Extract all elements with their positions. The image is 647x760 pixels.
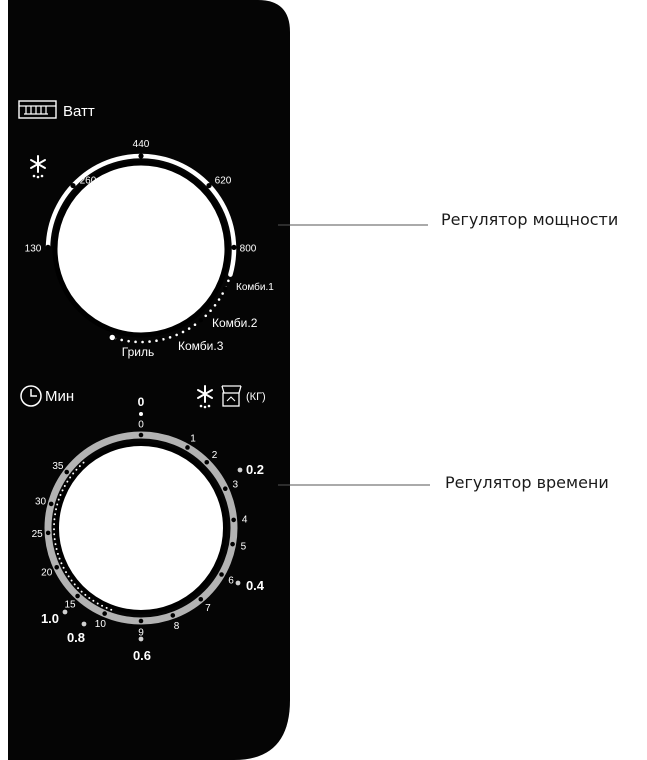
power-scale-arc	[45, 153, 237, 277]
power-unit-label: Ватт	[63, 103, 95, 120]
weight-label: 0.2	[246, 462, 264, 477]
timer-fine-dots	[53, 460, 113, 611]
weight-dot	[81, 621, 87, 627]
timer-scale-dot	[102, 611, 107, 616]
grill-icon	[18, 100, 57, 119]
power-callout-label: Регулятор мощности	[441, 210, 619, 229]
power-scale-dot	[206, 182, 212, 189]
timer-knob[interactable]: 0 0 1 2 3 4 5 6 7 8 9 10 15 20 25 30 35 0.2 0.4 0.6 0.8 1.0	[32, 395, 265, 663]
weight-label: 0.6	[133, 648, 151, 663]
power-mark-label: 800	[240, 243, 257, 254]
weight-dot	[62, 609, 68, 615]
combi-mode-dot	[108, 333, 116, 342]
timer-scale-dot	[231, 517, 236, 523]
timer-scale-dot	[222, 486, 228, 491]
timer-minute-label: 2	[212, 450, 218, 461]
timer-knob-face[interactable]	[55, 442, 227, 614]
timer-scale-dot	[138, 432, 144, 438]
snowflake-icon	[197, 385, 213, 409]
weight-label: 0.4	[246, 578, 265, 593]
timer-scale-dot	[185, 445, 190, 450]
timer-minute-label: 8	[174, 621, 180, 632]
weight-dot	[235, 580, 241, 586]
timer-minute-label: 25	[32, 529, 44, 540]
power-scale-dot	[231, 244, 237, 250]
power-mark-label: 130	[25, 243, 42, 254]
timer-minute-label: 1	[190, 433, 196, 444]
timer-minute-label: 20	[41, 567, 53, 578]
weight-label: 0.8	[67, 630, 85, 645]
timer-scale-dot	[138, 618, 144, 624]
timer-scale-dot	[45, 530, 51, 536]
weight-dot	[138, 636, 144, 642]
snowflake-icon	[30, 155, 46, 179]
combi-mode-dot	[198, 318, 203, 323]
power-mode-label: Комби.2	[212, 316, 258, 330]
timer-minute-label: 0	[138, 420, 144, 431]
scale-icon	[221, 385, 242, 407]
timer-top-dot	[139, 412, 143, 416]
timer-minute-label: 7	[205, 603, 211, 614]
timer-minute-label: 10	[95, 619, 107, 630]
timer-unit-label: Мин	[45, 388, 74, 405]
combi-mode-dot	[223, 286, 228, 291]
timer-scale-dot	[170, 613, 176, 618]
power-mark-label: 440	[133, 139, 150, 150]
clock-icon	[20, 385, 42, 407]
weight-dot	[237, 467, 243, 473]
timer-scale-dot	[75, 593, 80, 599]
power-scale-dot	[138, 153, 144, 159]
timer-scale-dot	[204, 459, 210, 465]
timer-scale-dot	[219, 572, 224, 577]
timer-scale-dot	[64, 469, 70, 475]
power-scale-dot	[45, 244, 51, 250]
power-knob-face[interactable]	[52, 160, 230, 338]
timer-minute-label: 3	[232, 480, 238, 491]
combi-mode-dot	[158, 337, 163, 343]
timer-callout-label: Регулятор времени	[445, 473, 609, 492]
weight-label: 1.0	[41, 611, 59, 626]
timer-scale-dot	[48, 501, 54, 507]
timer-minute-label: 35	[52, 461, 64, 472]
power-mode-label: Гриль	[122, 345, 154, 359]
timer-minute-label: 6	[228, 576, 234, 587]
timer-minute-label: 15	[65, 600, 77, 611]
timer-minute-label: 4	[242, 514, 248, 525]
power-mode-label: Комби.3	[178, 339, 224, 353]
power-mode-label: Комби.1	[236, 281, 274, 293]
timer-scale-dot	[198, 596, 204, 602]
weight-unit-label: (КГ)	[246, 391, 266, 403]
timer-minute-label: 5	[241, 542, 247, 553]
power-scale-dot	[70, 182, 76, 189]
panel-background	[8, 0, 290, 760]
timer-top-zero: 0	[138, 395, 145, 409]
timer-minute-label: 30	[35, 497, 47, 508]
timer-scale-dot	[54, 565, 60, 570]
power-mark-label: 260	[80, 176, 97, 187]
timer-minute-label: 9	[138, 628, 144, 639]
power-mark-label: 620	[215, 176, 232, 187]
timer-scale-dot	[230, 541, 235, 547]
